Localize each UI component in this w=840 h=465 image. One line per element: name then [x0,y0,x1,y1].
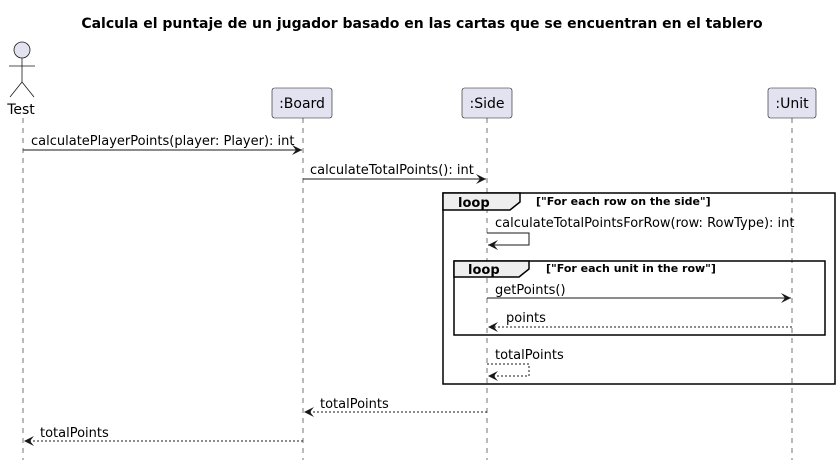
actor-test: Test [6,41,35,118]
message-calculate-total-points-for-row: calculateTotalPointsForRow(row: RowType)… [487,216,795,250]
message-label: totalPoints [320,397,389,412]
message-label: calculateTotalPointsForRow(row: RowType)… [495,216,795,231]
loop-guard: ["For each row on the side"] [536,195,711,208]
participant-label-unit: :Unit [775,96,809,112]
loop-tab-outer [442,192,521,211]
message-label: getPoints() [495,283,566,298]
message-return-total-points-test: totalPoints [24,426,303,446]
message-calculate-total-points: calculateTotalPoints(): int [303,163,486,184]
message-label: totalPoints [40,426,109,441]
loop-tab-inner [453,260,530,278]
message-return-total-points-board: totalPoints [304,397,487,417]
message-label: calculatePlayerPoints(player: Player): i… [31,134,295,149]
participant-board: :Board [271,87,333,119]
message-arrow [487,363,530,381]
message-arrow [487,232,530,250]
participant-side: :Side [461,87,513,119]
loop-keyword: loop [468,263,500,278]
message-label: points [506,311,546,326]
loop-frame-inner: loop ["For each unit in the row"] [453,260,826,336]
diagram-title: Calcula el puntaje de un jugador basado … [81,16,763,32]
loop-keyword: loop [458,196,490,211]
actor-head-icon [13,41,31,59]
participant-label-test: Test [6,102,35,118]
participant-label-board: :Board [279,96,325,112]
participant-unit: :Unit [767,87,817,119]
message-label: calculateTotalPoints(): int [310,163,474,178]
message-label: totalPoints [495,348,564,363]
message-return-points: points [488,311,792,332]
loop-guard: ["For each unit in the row"] [546,262,716,275]
loop-frame-outer: loop ["For each row on the side"] [442,192,836,385]
message-return-total-points-self: totalPoints [487,348,564,381]
participant-label-side: :Side [470,96,505,112]
message-calculate-player-points: calculatePlayerPoints(player: Player): i… [23,134,302,155]
message-get-points: getPoints() [487,283,791,303]
